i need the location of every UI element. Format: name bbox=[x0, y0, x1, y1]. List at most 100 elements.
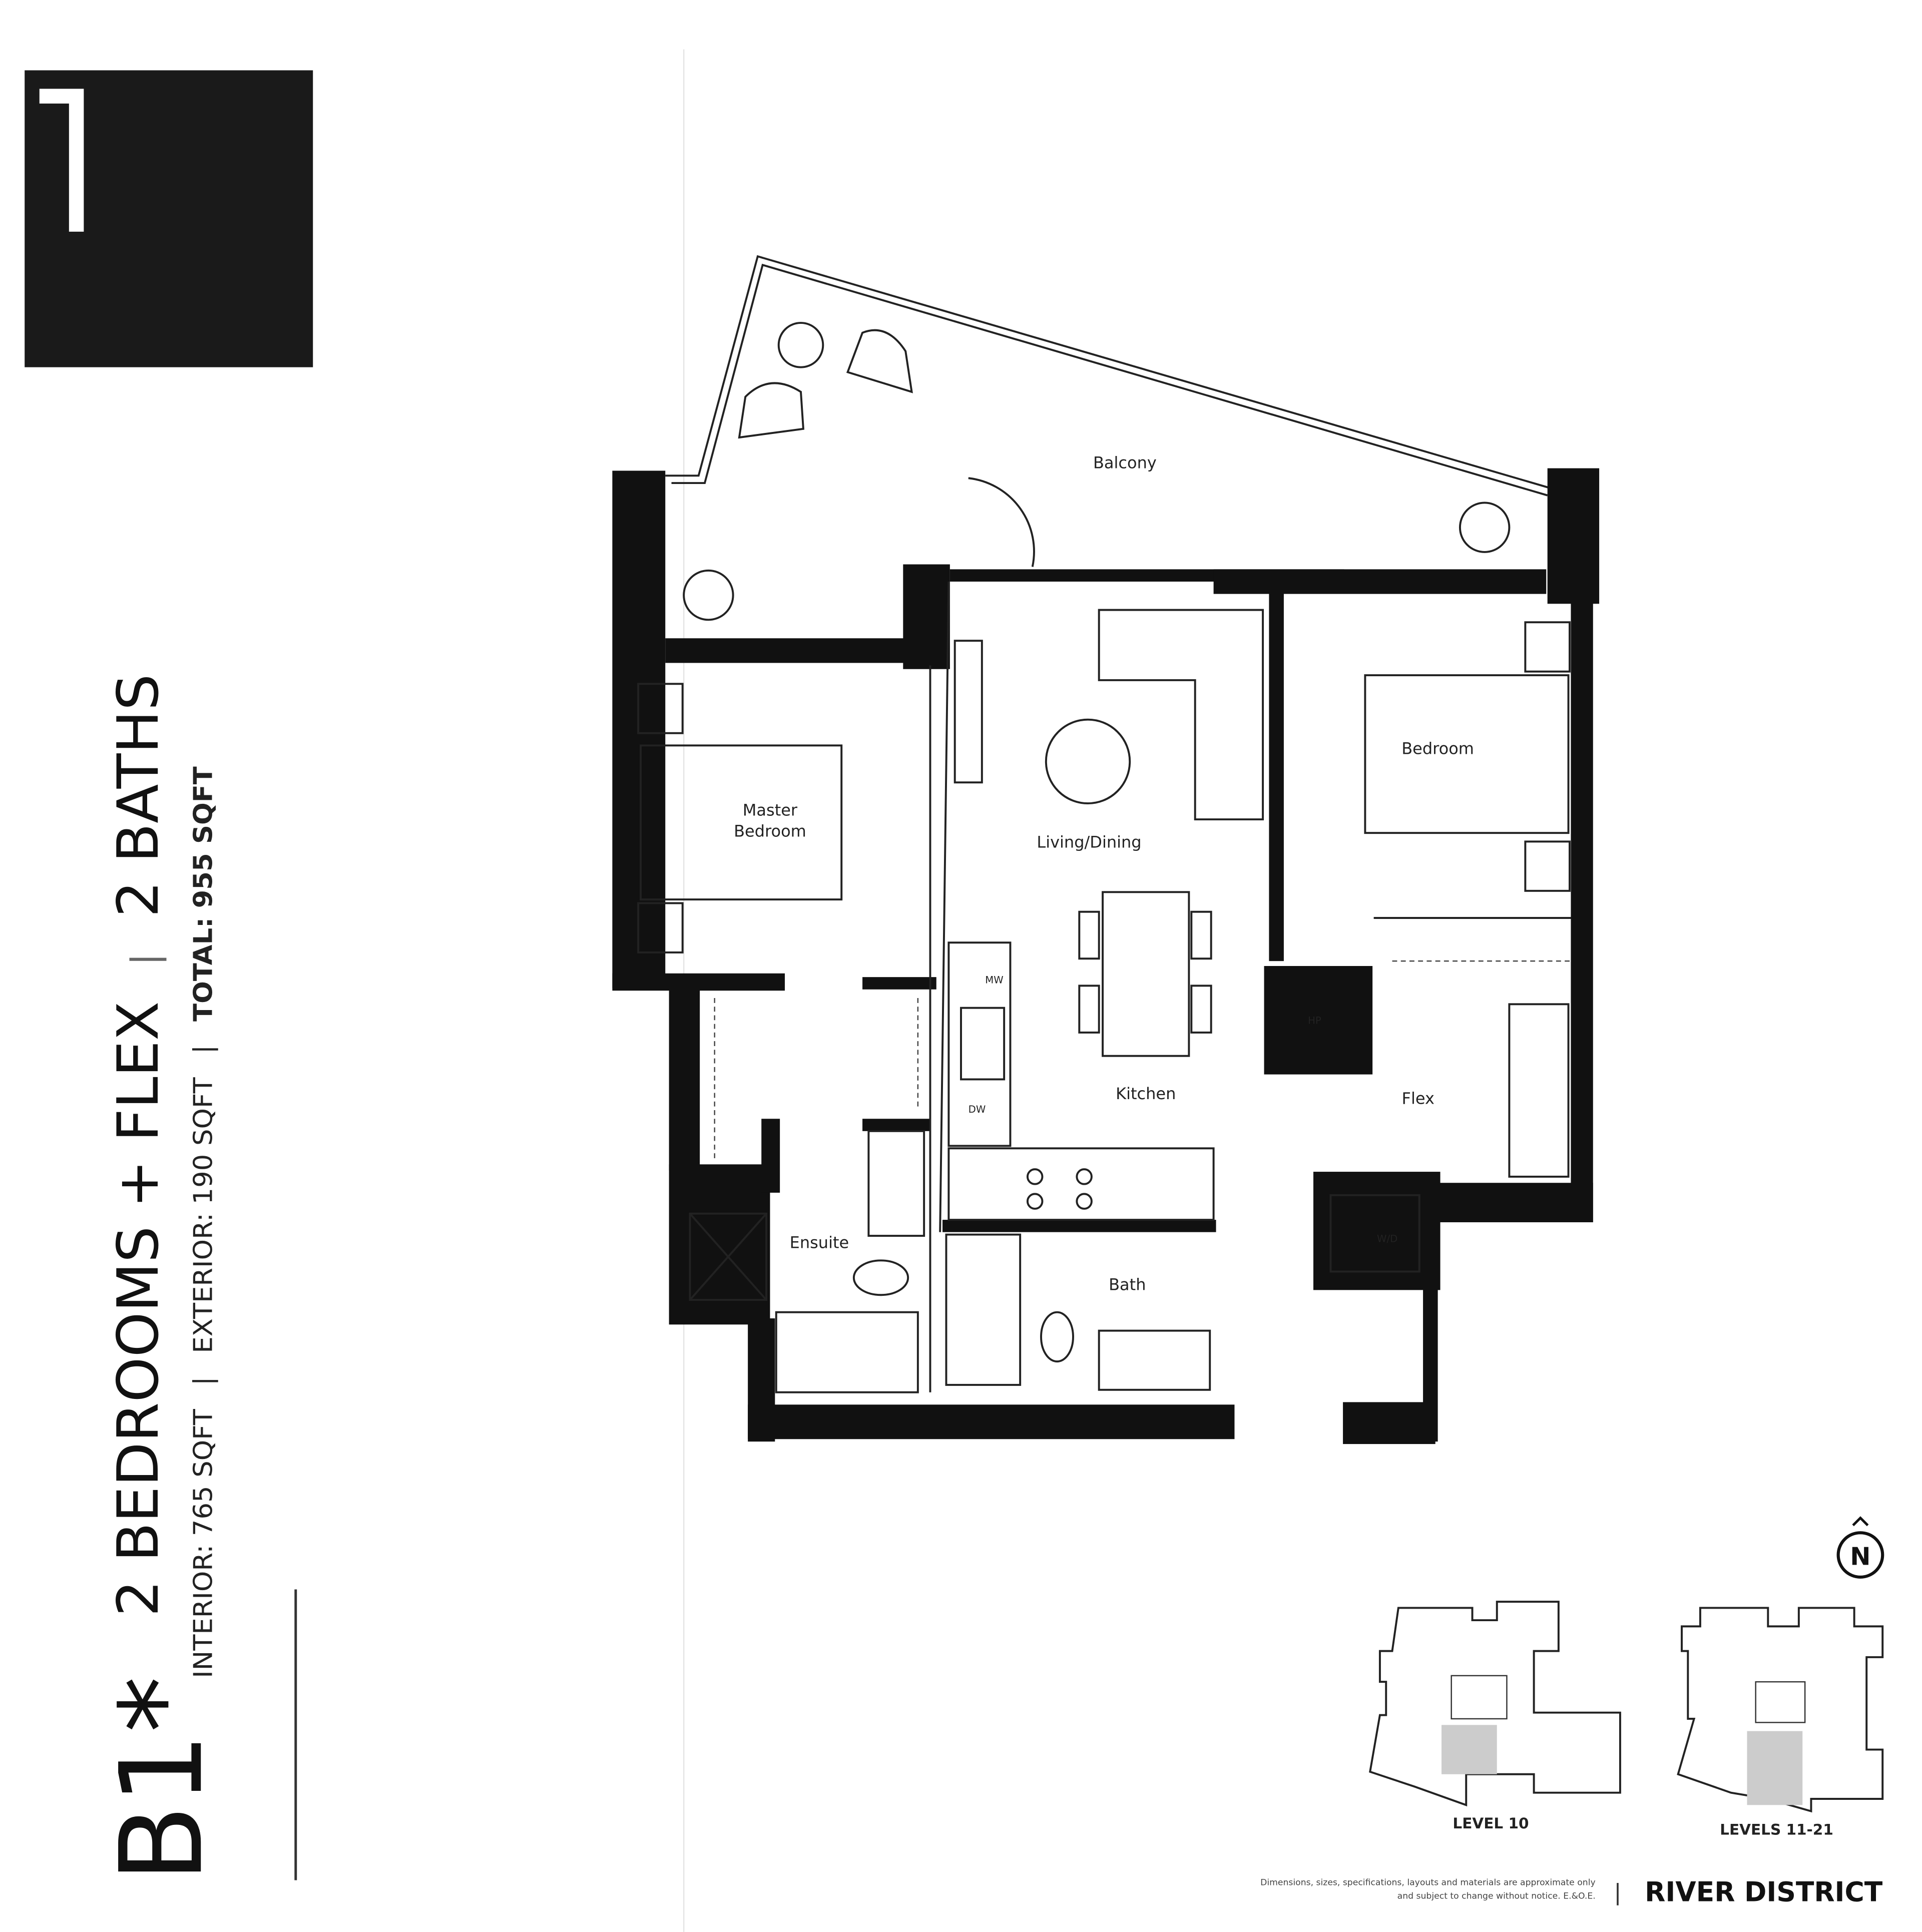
wall bbox=[862, 1119, 930, 1131]
wall bbox=[761, 1119, 780, 1193]
kitchen-island bbox=[947, 1147, 1215, 1221]
north-label: N bbox=[1850, 1542, 1870, 1571]
plant-icon bbox=[1459, 502, 1511, 553]
cooktop-icon bbox=[1026, 1168, 1093, 1210]
washer-dryer bbox=[1329, 1194, 1420, 1273]
footer-separator: | bbox=[1614, 1880, 1622, 1905]
key-plan-levels-11-21: LEVELS 11-21 bbox=[1677, 1607, 1884, 1838]
wall bbox=[748, 1404, 1235, 1439]
key-plan-outline bbox=[1369, 1601, 1621, 1807]
separator: | bbox=[188, 1376, 218, 1385]
ensuite-tub bbox=[775, 1311, 919, 1393]
key-plan-highlight bbox=[1442, 1725, 1497, 1774]
toilet-icon bbox=[1040, 1311, 1074, 1363]
wall bbox=[669, 1164, 770, 1325]
unit-headline: 2 BEDROOMS + FLEX | 2 BATHS bbox=[105, 674, 171, 1617]
room-label-bedroom: Bedroom bbox=[1401, 739, 1474, 758]
unit-title: B1* bbox=[96, 1676, 228, 1883]
wall bbox=[669, 986, 700, 1171]
ensuite-vanity bbox=[867, 1130, 925, 1237]
toilet-icon bbox=[852, 1259, 909, 1296]
room-label-bath: Bath bbox=[1109, 1275, 1146, 1294]
wall bbox=[903, 564, 950, 669]
nightstand bbox=[637, 902, 684, 953]
wall bbox=[1343, 1402, 1435, 1444]
room-label-kitchen: Kitchen bbox=[1116, 1084, 1176, 1103]
wall bbox=[1213, 569, 1547, 594]
wall bbox=[1435, 1183, 1593, 1222]
master-bed bbox=[640, 744, 843, 901]
separator: | bbox=[188, 1045, 218, 1054]
svg-text:INTERIOR: 765 SQFT |: INTERIOR: 765 SQFT | EXTERIOR: 190 SQFT … bbox=[188, 766, 218, 1678]
key-plan-core bbox=[1755, 1681, 1806, 1723]
bath-vanity bbox=[1098, 1329, 1211, 1391]
brand-name: RIVER DISTRICT bbox=[1645, 1876, 1882, 1907]
kitchen-counter bbox=[947, 941, 1012, 1147]
room-label-living-dining: Living/Dining bbox=[1037, 833, 1141, 852]
plant-icon bbox=[683, 569, 734, 621]
north-arrow-icon: N bbox=[1836, 1516, 1884, 1579]
room-label-flex: Flex bbox=[1402, 1089, 1434, 1108]
key-plan-core bbox=[1451, 1675, 1508, 1720]
balcony-chair bbox=[846, 329, 913, 393]
separator: | bbox=[124, 953, 167, 965]
dining-chair bbox=[1078, 910, 1100, 960]
logo-numeral-shape bbox=[39, 89, 84, 232]
wall bbox=[862, 977, 936, 990]
label-heat-pump: HP bbox=[1308, 1015, 1321, 1027]
balcony-chair bbox=[777, 322, 824, 368]
interior-area: INTERIOR: 765 SQFT bbox=[188, 1409, 218, 1678]
balcony-door-swing bbox=[968, 477, 1035, 567]
nightstand bbox=[1524, 621, 1571, 673]
bed bbox=[1364, 674, 1570, 834]
dining-table bbox=[1102, 891, 1190, 1057]
nightstand bbox=[637, 683, 684, 734]
wall bbox=[1547, 468, 1600, 604]
exterior-area: EXTERIOR: 190 SQFT bbox=[188, 1077, 218, 1353]
unit-code: B1* bbox=[96, 1676, 228, 1883]
partition bbox=[939, 581, 950, 1232]
nightstand bbox=[1524, 840, 1571, 892]
unit-areas: INTERIOR: 765 SQFT | EXTERIOR: 190 SQFT … bbox=[188, 766, 218, 1678]
room-label-balcony: Balcony bbox=[1093, 453, 1157, 472]
dining-chair bbox=[1190, 985, 1212, 1034]
hp-closet bbox=[1264, 966, 1373, 1075]
unit-bedrooms: 2 BEDROOMS + FLEX bbox=[105, 1001, 171, 1616]
wall bbox=[665, 638, 906, 663]
key-plan-highlight bbox=[1747, 1731, 1803, 1805]
shower bbox=[689, 1212, 768, 1301]
wall bbox=[1269, 591, 1284, 961]
kitchen-sink bbox=[960, 1007, 1006, 1081]
unit-baths: 2 BATHS bbox=[105, 674, 171, 917]
dining-chair bbox=[1078, 985, 1100, 1034]
room-label-master-bedroom: Bedroom bbox=[734, 822, 806, 841]
label-dishwasher: DW bbox=[969, 1104, 986, 1115]
logo-box bbox=[25, 70, 313, 367]
key-plan-label: LEVELS 11-21 bbox=[1720, 1821, 1833, 1838]
disclaimer-line-1: Dimensions, sizes, specifications, layou… bbox=[1260, 1877, 1596, 1887]
coffee-table bbox=[1045, 718, 1131, 805]
wall bbox=[1571, 591, 1593, 1222]
sofa bbox=[1098, 609, 1264, 821]
label-washer-dryer: W/D bbox=[1377, 1233, 1397, 1244]
balcony-railing-inner bbox=[671, 263, 1548, 497]
media-unit bbox=[953, 640, 983, 784]
balcony-railing bbox=[665, 255, 1551, 489]
room-label-ensuite: Ensuite bbox=[790, 1233, 849, 1252]
dining-chair bbox=[1190, 910, 1212, 960]
bath-tub bbox=[945, 1233, 1022, 1386]
laundry-closet bbox=[1313, 1172, 1440, 1290]
balcony-chair bbox=[738, 382, 805, 439]
key-plan-level-10: LEVEL 10 bbox=[1369, 1601, 1621, 1832]
flex-desk bbox=[1508, 1003, 1570, 1178]
svg-text:2 BEDROOMS + FLEX |: 2 BEDROOMS + FLEX | 2 BATHS bbox=[105, 674, 171, 1617]
wall bbox=[942, 1220, 1216, 1232]
label-microwave: MW bbox=[985, 974, 1003, 986]
room-label-master-bedroom: Master bbox=[743, 801, 798, 820]
floor-plan: Balcony Master Bedroom Bedroom Living/Di… bbox=[612, 255, 1600, 1444]
total-area: TOTAL: 955 SQFT bbox=[188, 766, 218, 1022]
logo bbox=[25, 70, 313, 367]
disclaimer-line-2: and subject to change without notice. E.… bbox=[1397, 1891, 1596, 1901]
key-plan-outline bbox=[1677, 1607, 1884, 1813]
